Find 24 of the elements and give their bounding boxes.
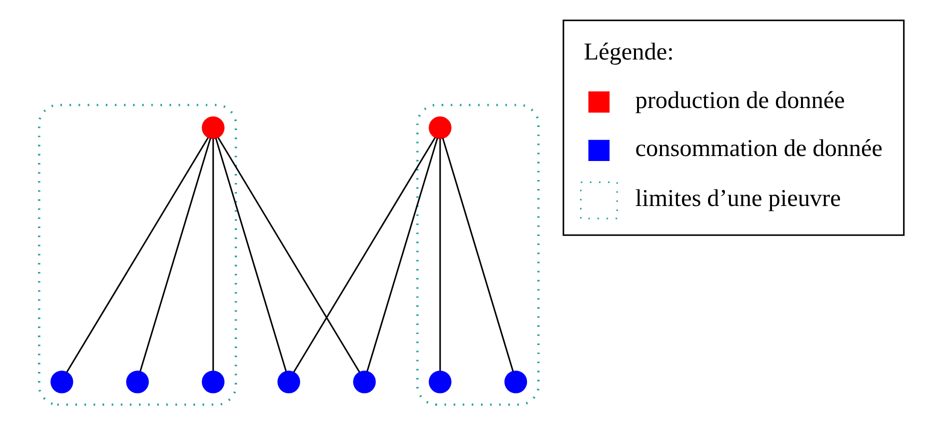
- cluster: [38, 104, 237, 406]
- node-circle: [277, 370, 300, 394]
- connector: [442, 138, 514, 372]
- legend-label: limites d’une pieuvre: [635, 185, 841, 212]
- node-circle: [428, 116, 452, 140]
- label: Légende:: [584, 38, 674, 66]
- connector: [366, 138, 438, 372]
- connector: [212, 138, 214, 371]
- node-circle: [353, 370, 376, 394]
- node-circle: [50, 370, 74, 394]
- node-circle: [126, 370, 149, 394]
- connector: [293, 137, 436, 373]
- connector: [140, 138, 212, 372]
- cluster: [416, 104, 540, 406]
- node-circle: [504, 370, 528, 394]
- connector: [439, 138, 441, 371]
- connector: [66, 137, 209, 373]
- connector: [218, 137, 360, 373]
- connector: [215, 138, 287, 372]
- node-circle: [428, 370, 452, 394]
- legend-label: consommation de donnée: [635, 135, 882, 162]
- legend-label: production de donnée: [635, 86, 845, 114]
- node-circle: [202, 116, 224, 140]
- node-circle: [202, 370, 224, 394]
